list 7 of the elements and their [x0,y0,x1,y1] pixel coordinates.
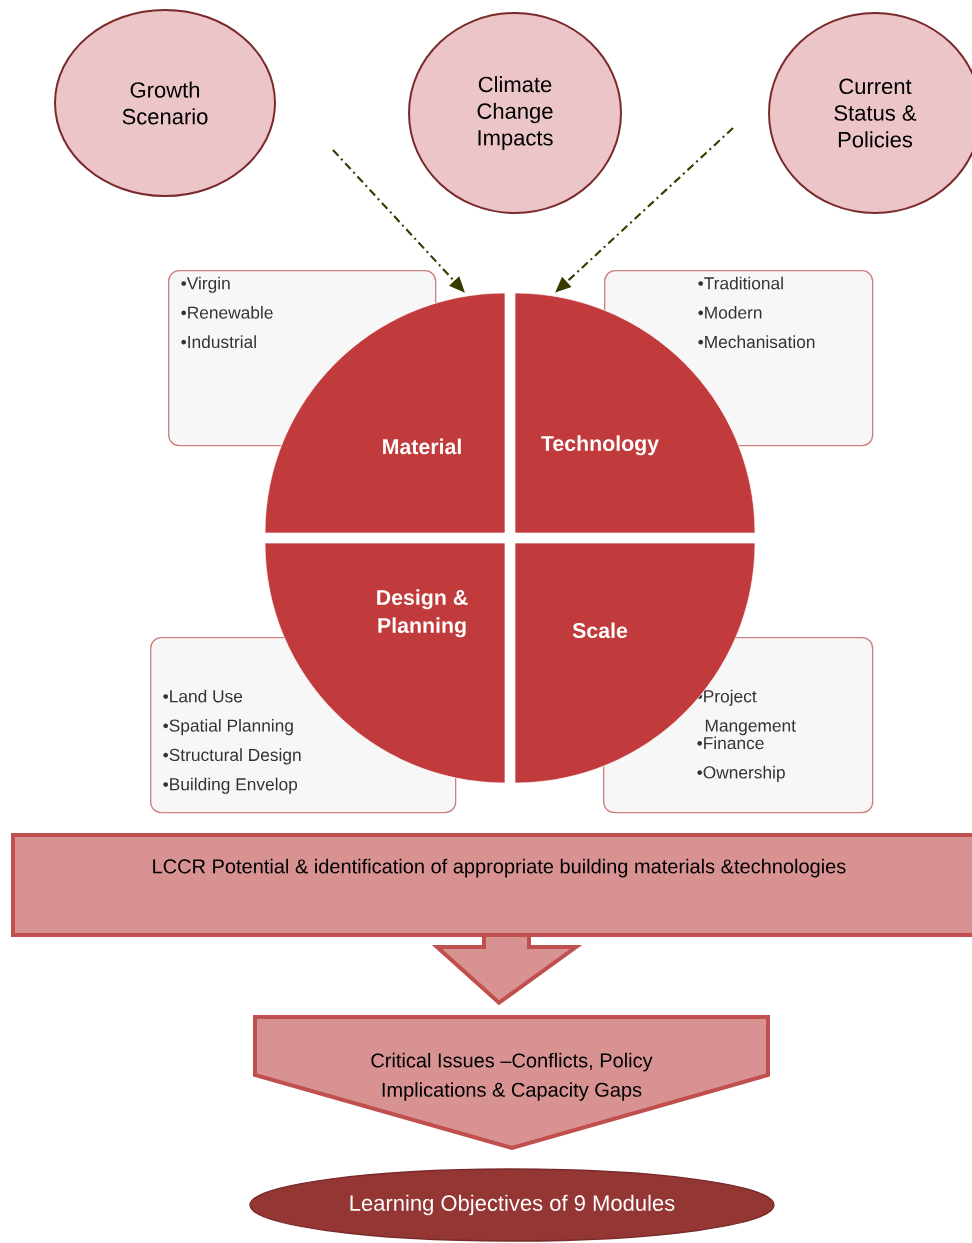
bullet-item: •Traditional [698,276,783,290]
bullet-item: •Industrial [181,335,256,349]
block-arrow [431,935,583,1006]
bullet-item: •Virgin [181,276,230,293]
banner-box: LCCR Potential & identification of appropriate building materials &technologies [11,833,972,937]
pentagon-box: Critical Issues –Conflicts, Policy Implications & Capacity Gaps [253,1015,770,1151]
bullet-item: •Land Use [163,689,243,703]
